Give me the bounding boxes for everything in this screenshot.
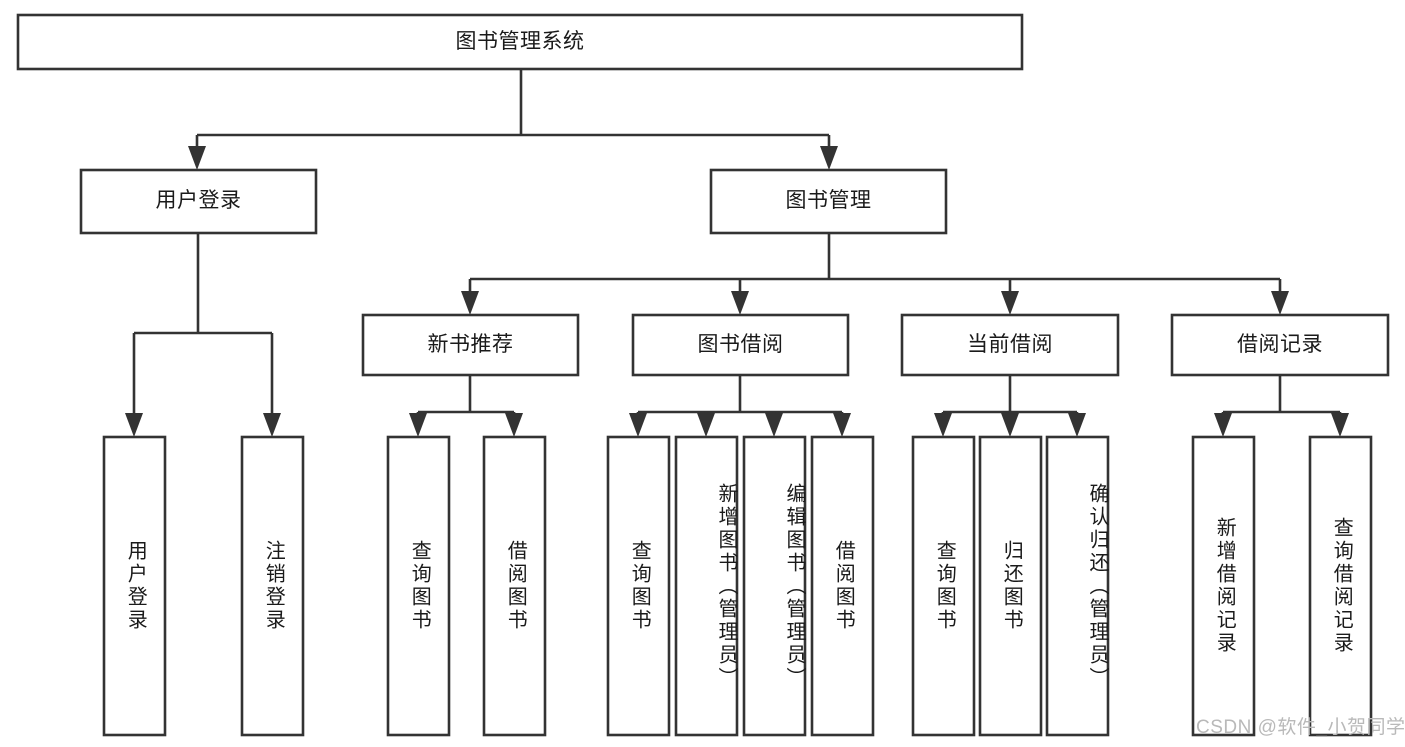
node-box-root[interactable] — [16, 13, 1024, 71]
node-box-leaf-borrow-book-1[interactable] — [482, 435, 547, 737]
node-box-leaf-user-login[interactable] — [102, 435, 167, 737]
arrow-leaf-borrow-book-2 — [833, 413, 851, 437]
node-box-leaf-query-book-2[interactable] — [606, 435, 671, 737]
arrow-leaf-query-book-3 — [934, 413, 952, 437]
node-box-borrow-record[interactable] — [1170, 313, 1390, 377]
node-box-user-login[interactable] — [79, 168, 318, 235]
node-box-leaf-query-book-1[interactable] — [386, 435, 451, 737]
node-box-leaf-borrow-book-2[interactable] — [810, 435, 875, 737]
arrow-leaf-logout — [263, 413, 281, 437]
node-box-leaf-confirm-return[interactable] — [1045, 435, 1110, 737]
node-box-leaf-add-book[interactable] — [674, 435, 739, 737]
arrow-new-book-rec — [461, 291, 479, 315]
arrow-book-borrow — [731, 291, 749, 315]
node-box-leaf-return-book[interactable] — [978, 435, 1043, 737]
arrow-leaf-user-login — [125, 413, 143, 437]
node-box-current-borrow[interactable] — [900, 313, 1120, 377]
node-box-book-manage[interactable] — [709, 168, 948, 235]
arrow-leaf-query-book-1 — [409, 413, 427, 437]
node-box-new-book-rec[interactable] — [361, 313, 580, 377]
arrow-current-borrow — [1001, 291, 1019, 315]
node-box-leaf-edit-book[interactable] — [742, 435, 807, 737]
arrow-leaf-edit-book — [765, 413, 783, 437]
arrow-leaf-add-record — [1214, 413, 1232, 437]
arrow-leaf-return-book — [1001, 413, 1019, 437]
arrow-leaf-confirm-return — [1068, 413, 1086, 437]
node-layer — [16, 13, 1390, 737]
arrow-leaf-add-book — [697, 413, 715, 437]
node-box-book-borrow[interactable] — [631, 313, 850, 377]
node-box-leaf-add-record[interactable] — [1191, 435, 1256, 737]
node-box-leaf-query-book-3[interactable] — [911, 435, 976, 737]
arrow-borrow-record — [1271, 291, 1289, 315]
arrow-leaf-query-book-2 — [629, 413, 647, 437]
arrow-user-login — [188, 146, 206, 170]
arrow-book-manage — [820, 146, 838, 170]
connector-layer — [125, 69, 1349, 437]
node-box-leaf-query-record[interactable] — [1308, 435, 1373, 737]
node-box-leaf-logout[interactable] — [240, 435, 305, 737]
arrow-leaf-query-record — [1331, 413, 1349, 437]
arrow-leaf-borrow-book-1 — [505, 413, 523, 437]
